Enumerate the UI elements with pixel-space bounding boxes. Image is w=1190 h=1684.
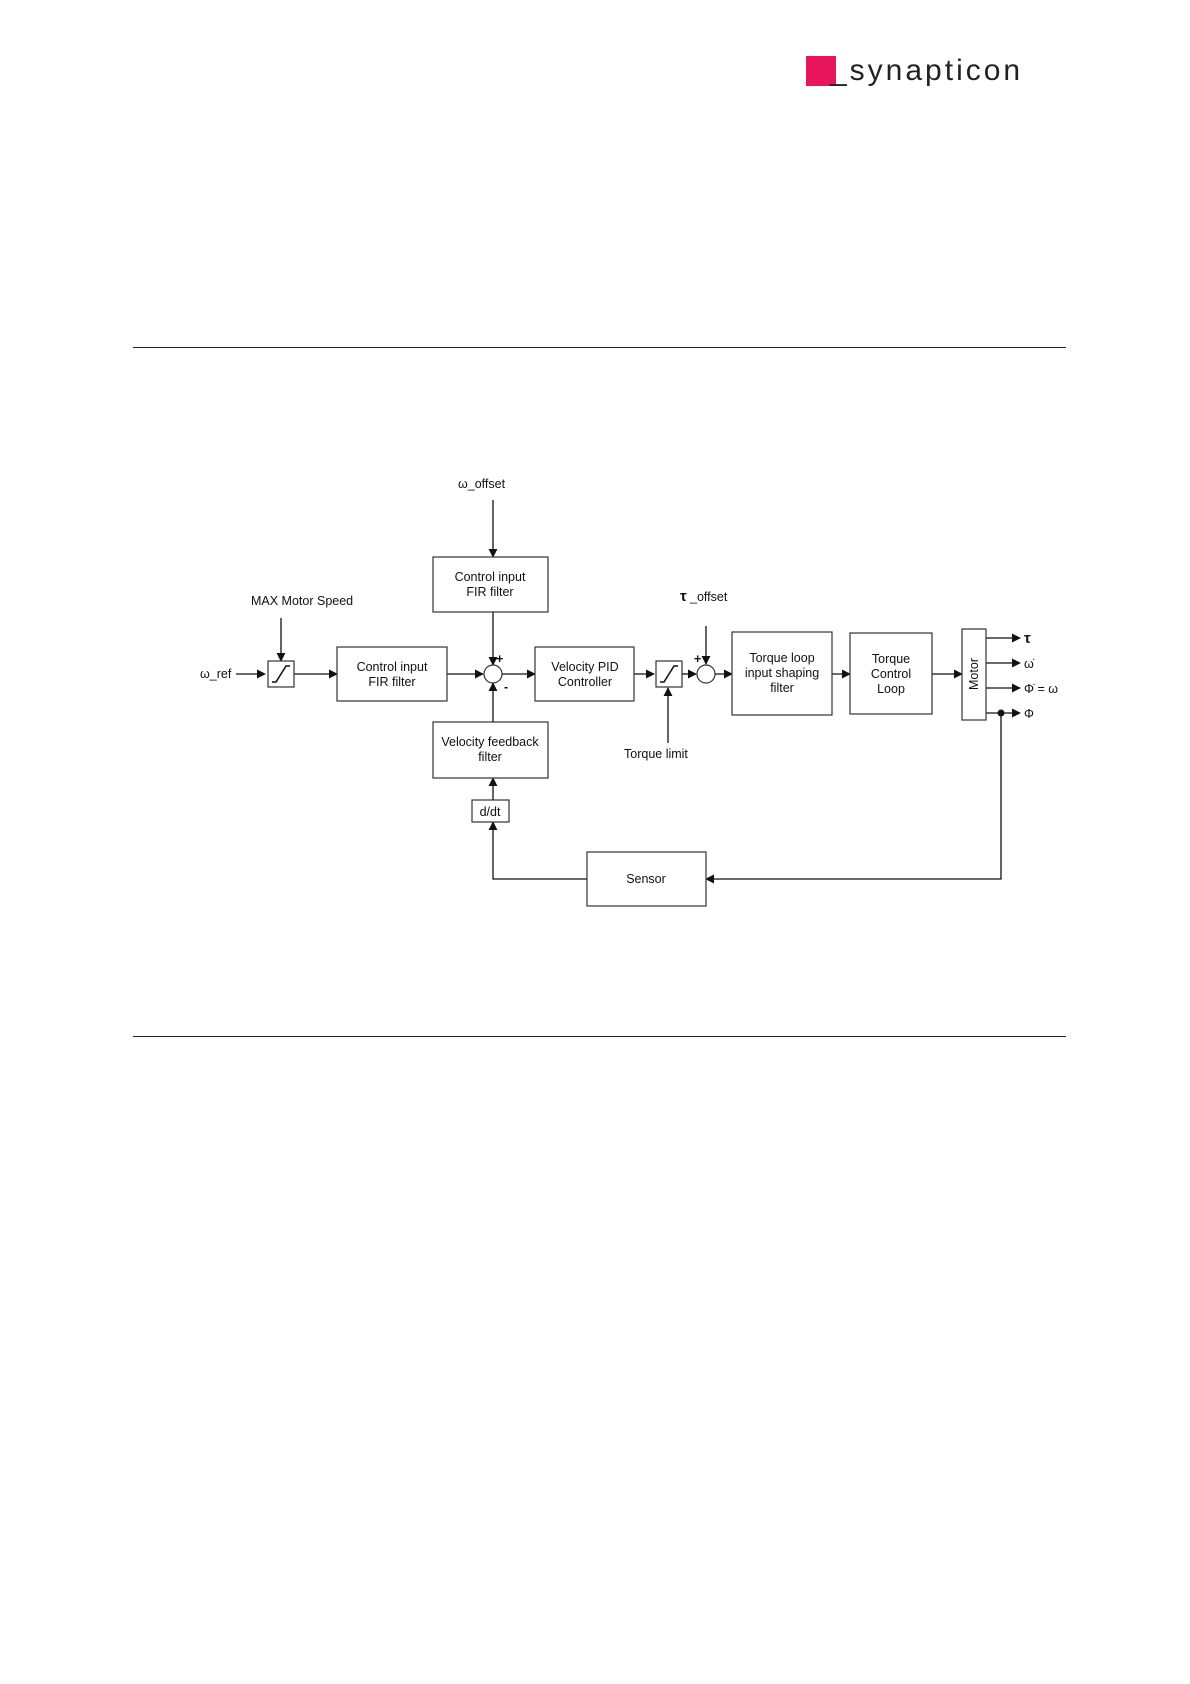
ddt-label: d/dt [480, 805, 501, 819]
tau-offset-label: τ _offset [680, 588, 728, 605]
tau-offset-text: _offset [689, 590, 728, 604]
wire-sensor-to-ddt [493, 822, 587, 879]
output-tau-label: τ [1024, 630, 1031, 647]
sum1-minus-sign: - [504, 680, 508, 694]
control-line2: Control [871, 667, 911, 681]
fir2-line1: Control input [455, 570, 526, 584]
control-input-fir-filter-1: Control input FIR filter [337, 647, 447, 701]
feedback-line1: Velocity feedback [441, 735, 539, 749]
velocity-pid-controller-block: Velocity PID Controller [535, 647, 634, 701]
shaping-line1: Torque loop [749, 651, 814, 665]
omega-offset-label: ω_offset [458, 477, 506, 491]
shaping-line2: input shaping [745, 666, 819, 680]
derivative-block: d/dt [472, 800, 509, 822]
speed-limiter-block [268, 661, 294, 687]
junction-dot [998, 710, 1005, 717]
motor-label: Motor [967, 658, 981, 690]
torque-limiter-block [656, 661, 682, 687]
tau-symbol: τ [680, 588, 687, 605]
fir2-line2: FIR filter [466, 585, 513, 599]
sum1-plus-sign: + [496, 652, 503, 666]
fir1-line1: Control input [357, 660, 428, 674]
control-input-fir-filter-2: Control input FIR filter [433, 557, 548, 612]
control-line3: Loop [877, 682, 905, 696]
pid-line1: Velocity PID [551, 660, 618, 674]
output-phi-dot-label: Φ̇ = ω [1024, 682, 1058, 696]
sensor-block: Sensor [587, 852, 706, 906]
summing-junction-1 [484, 665, 502, 683]
motor-block: Motor [962, 629, 986, 720]
fir1-line2: FIR filter [368, 675, 415, 689]
output-omega-dot-label: ω̇ [1024, 657, 1035, 671]
wire-phi-to-sensor [706, 713, 1001, 879]
torque-input-shaping-filter-block: Torque loop input shaping filter [732, 632, 832, 715]
torque-control-loop-block: Torque Control Loop [850, 633, 932, 714]
omega-ref-label: ω_ref [200, 667, 232, 681]
shaping-line3: filter [770, 681, 794, 695]
pid-line2: Controller [558, 675, 612, 689]
sum2-plus-sign: + [694, 652, 701, 666]
torque-limit-label: Torque limit [624, 747, 688, 761]
velocity-feedback-filter-block: Velocity feedback filter [433, 722, 548, 778]
control-line1: Torque [872, 652, 910, 666]
feedback-line2: filter [478, 750, 502, 764]
max-motor-speed-label: MAX Motor Speed [251, 594, 353, 608]
output-phi-label: Φ [1024, 707, 1034, 721]
sensor-label: Sensor [626, 872, 666, 886]
summing-junction-2 [697, 665, 715, 683]
